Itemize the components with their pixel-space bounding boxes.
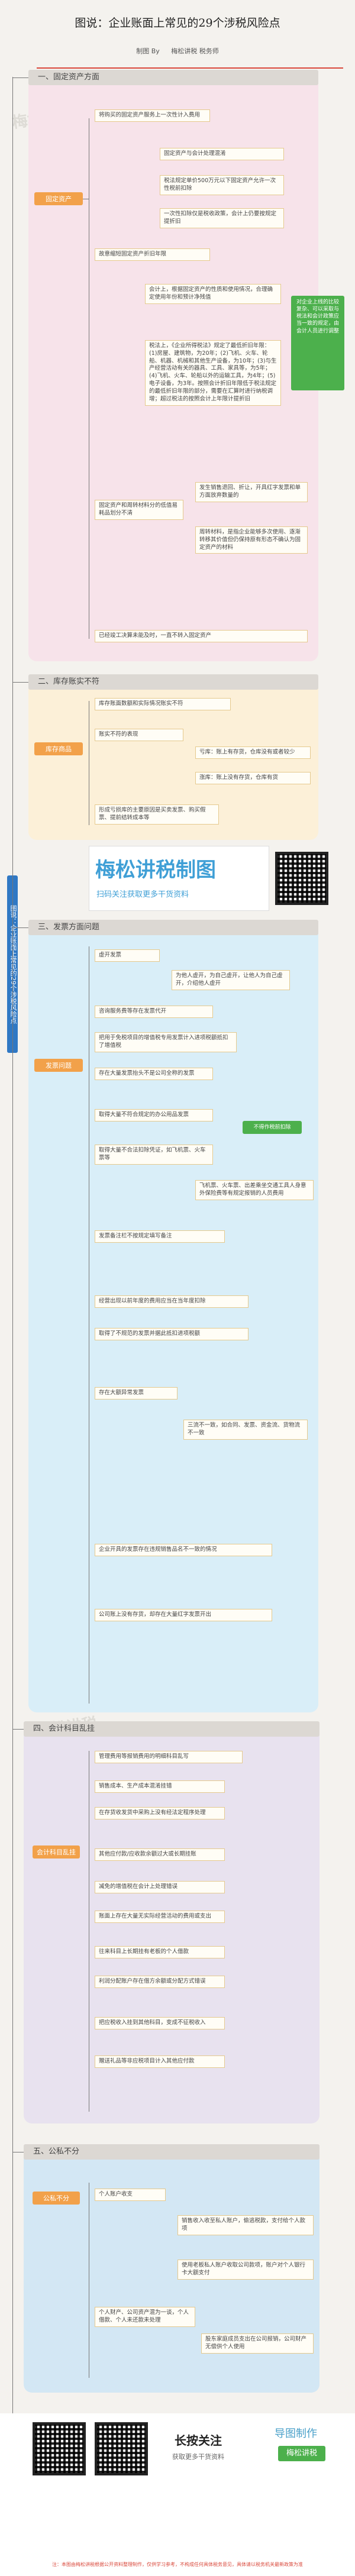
hub-accounts: 会计科目乱挂 [33, 1845, 80, 1859]
section-title: 二、库存账实不符 [28, 674, 318, 690]
node: 咨询服务费等存在发票代开 [95, 1006, 213, 1018]
brand-title: 导图制作 [275, 2428, 317, 2440]
section-title: 三、发票方面问题 [28, 920, 318, 935]
cta-subtitle: 获取更多干货资料 [172, 2453, 224, 2461]
root-trunk [12, 77, 13, 2443]
note-green: 不得作税前扣除 [243, 1121, 302, 1135]
node: 经营出现以前年度的费用应当在当年度扣除 [95, 1295, 248, 1308]
cta-title: 长按关注 [175, 2433, 222, 2448]
node: 赠送礼品等非应税项目计入其他应付款 [95, 2055, 225, 2068]
node: 其他应付款/应收款余额过大或长期挂账 [95, 1848, 225, 1861]
brand-badge: 梅松讲税 [278, 2446, 325, 2461]
node: 销售收入收至私人账户，偷逃税款，支付给个人款项 [178, 2215, 314, 2235]
node: 个人账户收支 [95, 2189, 166, 2201]
qr-code-icon[interactable] [33, 2422, 86, 2475]
node: 发生销售退回、折让，开具红字发票和单方面放弃数量的 [195, 482, 308, 502]
node: 库存账面数额和实际情况账实不符 [95, 698, 231, 710]
section-title: 四、会计科目乱挂 [24, 1721, 320, 1737]
qr-code-icon[interactable] [95, 2422, 148, 2475]
node: 把应税收入挂到其他科目，变成不征税收入 [95, 2017, 225, 2029]
node: 在存货收发货中采购上没有经法定程序处理 [95, 1807, 225, 1819]
author-label: 制图 By [136, 47, 160, 55]
node: 存在大额异常发票 [95, 1387, 178, 1399]
page-title: 图说：企业账面上常见的29个涉税风险点 [75, 17, 280, 30]
byline: 制图 By 梅松讲税 税务师 [0, 46, 355, 56]
node: 形成亏损库的主要原因是买卖发票、购买假票、提前结转成本等 [95, 804, 219, 825]
node: 销售成本、生产成本混淆挂错 [95, 1780, 225, 1793]
section-title: 五、公私不分 [24, 2144, 320, 2160]
section-invoices: 三、发票方面问题 [28, 920, 318, 1712]
node: 取得大量不符合规定的办公用品发票 [95, 1109, 213, 1121]
node: 亏库：账上有存货，仓库没有或者较少 [195, 746, 311, 759]
node: 税法规定单价500万元以下固定资产允许一次性税前扣除 [160, 175, 284, 195]
note-green: 对企业上线的比较复杂、可以采取与税法和会计政策应当一致的规定，由会计人员进行调整 [291, 296, 344, 390]
hub-fixed-assets: 固定资产 [34, 192, 83, 205]
qr-code-icon[interactable] [275, 852, 328, 905]
node: 涨库：账上没有存货，仓库有货 [195, 772, 311, 784]
node: 固定资产和周转材料分的低值易耗品划分不清 [95, 500, 183, 520]
hub-inventory: 库存商品 [34, 742, 83, 755]
node: 故意缩短固定资产折旧年限 [95, 248, 210, 261]
node: 减免的增值税在会计上处理错误 [95, 1881, 225, 1893]
node: 取得了不规范的发票并据此抵扣进项税额 [95, 1328, 248, 1340]
node: 三流不一致，如合同、发票、资金流、货物流不一致 [183, 1420, 308, 1440]
node: 往来科目上长期挂有老板的个人借款 [95, 1946, 225, 1958]
node: 利润分配账户存在借方余额或分配方式错误 [95, 1976, 225, 1988]
hub-invoices: 发票问题 [34, 1059, 83, 1072]
header-divider [37, 67, 343, 69]
node: 使用老板私人账户收取公司款项，账户对个人银行卡大额支付 [178, 2260, 314, 2280]
promo-banner: 梅松讲税制图 扫码关注获取更多干货资料 [89, 846, 269, 911]
node: 飞机票、火车票、出差乘坐交通工具人身意外保险费等有规定报销的人员费用 [195, 1180, 314, 1200]
node: 为他人虚开，为自己虚开，让他人为自己虚开，介绍他人虚开 [172, 970, 290, 990]
hub-public-private: 公私不分 [33, 2192, 80, 2205]
node: 取得大量不合法扣除凭证，如飞机票、火车票等 [95, 1145, 213, 1165]
banner-subtitle: 扫码关注获取更多干货资料 [96, 890, 189, 899]
node: 一次性扣除仅是税收政策，会计上仍要按规定提折旧 [160, 208, 284, 228]
node: 企业开具的发票存在违规销售品名不一致的情况 [95, 1544, 272, 1556]
node: 发票备注栏不按规定填写备注 [95, 1230, 225, 1243]
node: 税法上，《企业所得税法》规定了最低折旧年限：(1)房屋、建筑物，为20年；(2)… [145, 340, 281, 406]
section-title: 一、固定资产方面 [28, 70, 318, 85]
node: 固定资产与会计处理混淆 [160, 148, 284, 160]
node: 股东家庭成员支出在公司报销，公司财产无偿供个人使用 [201, 2333, 314, 2354]
author-name: 梅松讲税 税务师 [171, 47, 219, 55]
node: 会计上，根据固定资产的性质和使用情况，合理确定使用年份和预计净残值 [145, 284, 281, 304]
banner-title: 梅松讲税制图 [95, 858, 216, 882]
disclaimer: 注：本图由梅松讲税根据公开资料整理制作，仅供学习参考，不构成任何具体税务意见，具… [52, 2562, 303, 2567]
node: 公司账上没有存货，却存在大量红字发票开出 [95, 1609, 272, 1621]
node: 把用于免税项目的增值税专用发票计入进项税额抵扣了增值税 [95, 1032, 237, 1052]
node: 已经竣工决算未能及时，一直不转入固定资产 [95, 630, 308, 642]
node: 个人财产、公司资产混为一谈，个人借款、个人未还款未处理 [95, 2307, 195, 2327]
node: 周转材料，是指企业能够多次使用、逐渐转移其价值但仍保持原有形态不确认为固定资产的… [195, 526, 308, 554]
node: 账实不符的表现 [95, 729, 183, 741]
node: 将购买的固定资产服务上一次性计入费用 [95, 109, 210, 122]
node: 存在大量发票抬头不是公司全称的发票 [95, 1068, 213, 1080]
node: 管理费用等报销费用的明细科目乱写 [95, 1751, 243, 1763]
node: 账面上存在大量无实际经营活动的费用或支出 [95, 1911, 225, 1923]
node: 虚开发票 [95, 949, 160, 962]
